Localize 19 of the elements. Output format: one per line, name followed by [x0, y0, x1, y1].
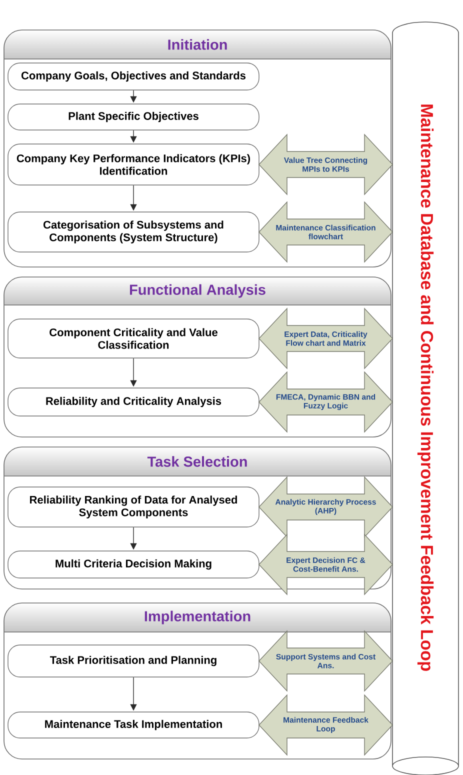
double-arrow: [258, 134, 393, 196]
double-arrow: [258, 534, 393, 596]
double-arrow: [258, 201, 393, 263]
process-box: Plant Specific Objectives: [8, 104, 260, 130]
process-box: Reliability Ranking of Data for Analysed System Components: [8, 486, 260, 528]
double-arrow: [258, 694, 393, 756]
process-box: Reliability and Criticality Analysis: [8, 388, 260, 416]
double-arrow: [258, 476, 393, 538]
double-arrow: [258, 371, 393, 433]
process-box: Company Key Performance Indicators (KPIs) Identification: [8, 144, 260, 186]
process-box: Task Prioritisation and Planning: [8, 644, 260, 678]
process-box: Company Goals, Objectives and Standards: [8, 62, 260, 90]
process-box: Categorisation of Subsystems and Components (System Structure): [8, 212, 260, 252]
process-box: Maintenance Task Implementation: [8, 712, 260, 738]
double-arrow: [258, 630, 393, 692]
cylinder: Maintenance Database and Continuous Improvement Feedback Loop: [392, 22, 459, 775]
process-box: Component Criticality and Value Classification: [8, 318, 260, 358]
process-box: Multi Criteria Decision Making: [8, 550, 260, 578]
double-arrow: [258, 308, 393, 370]
